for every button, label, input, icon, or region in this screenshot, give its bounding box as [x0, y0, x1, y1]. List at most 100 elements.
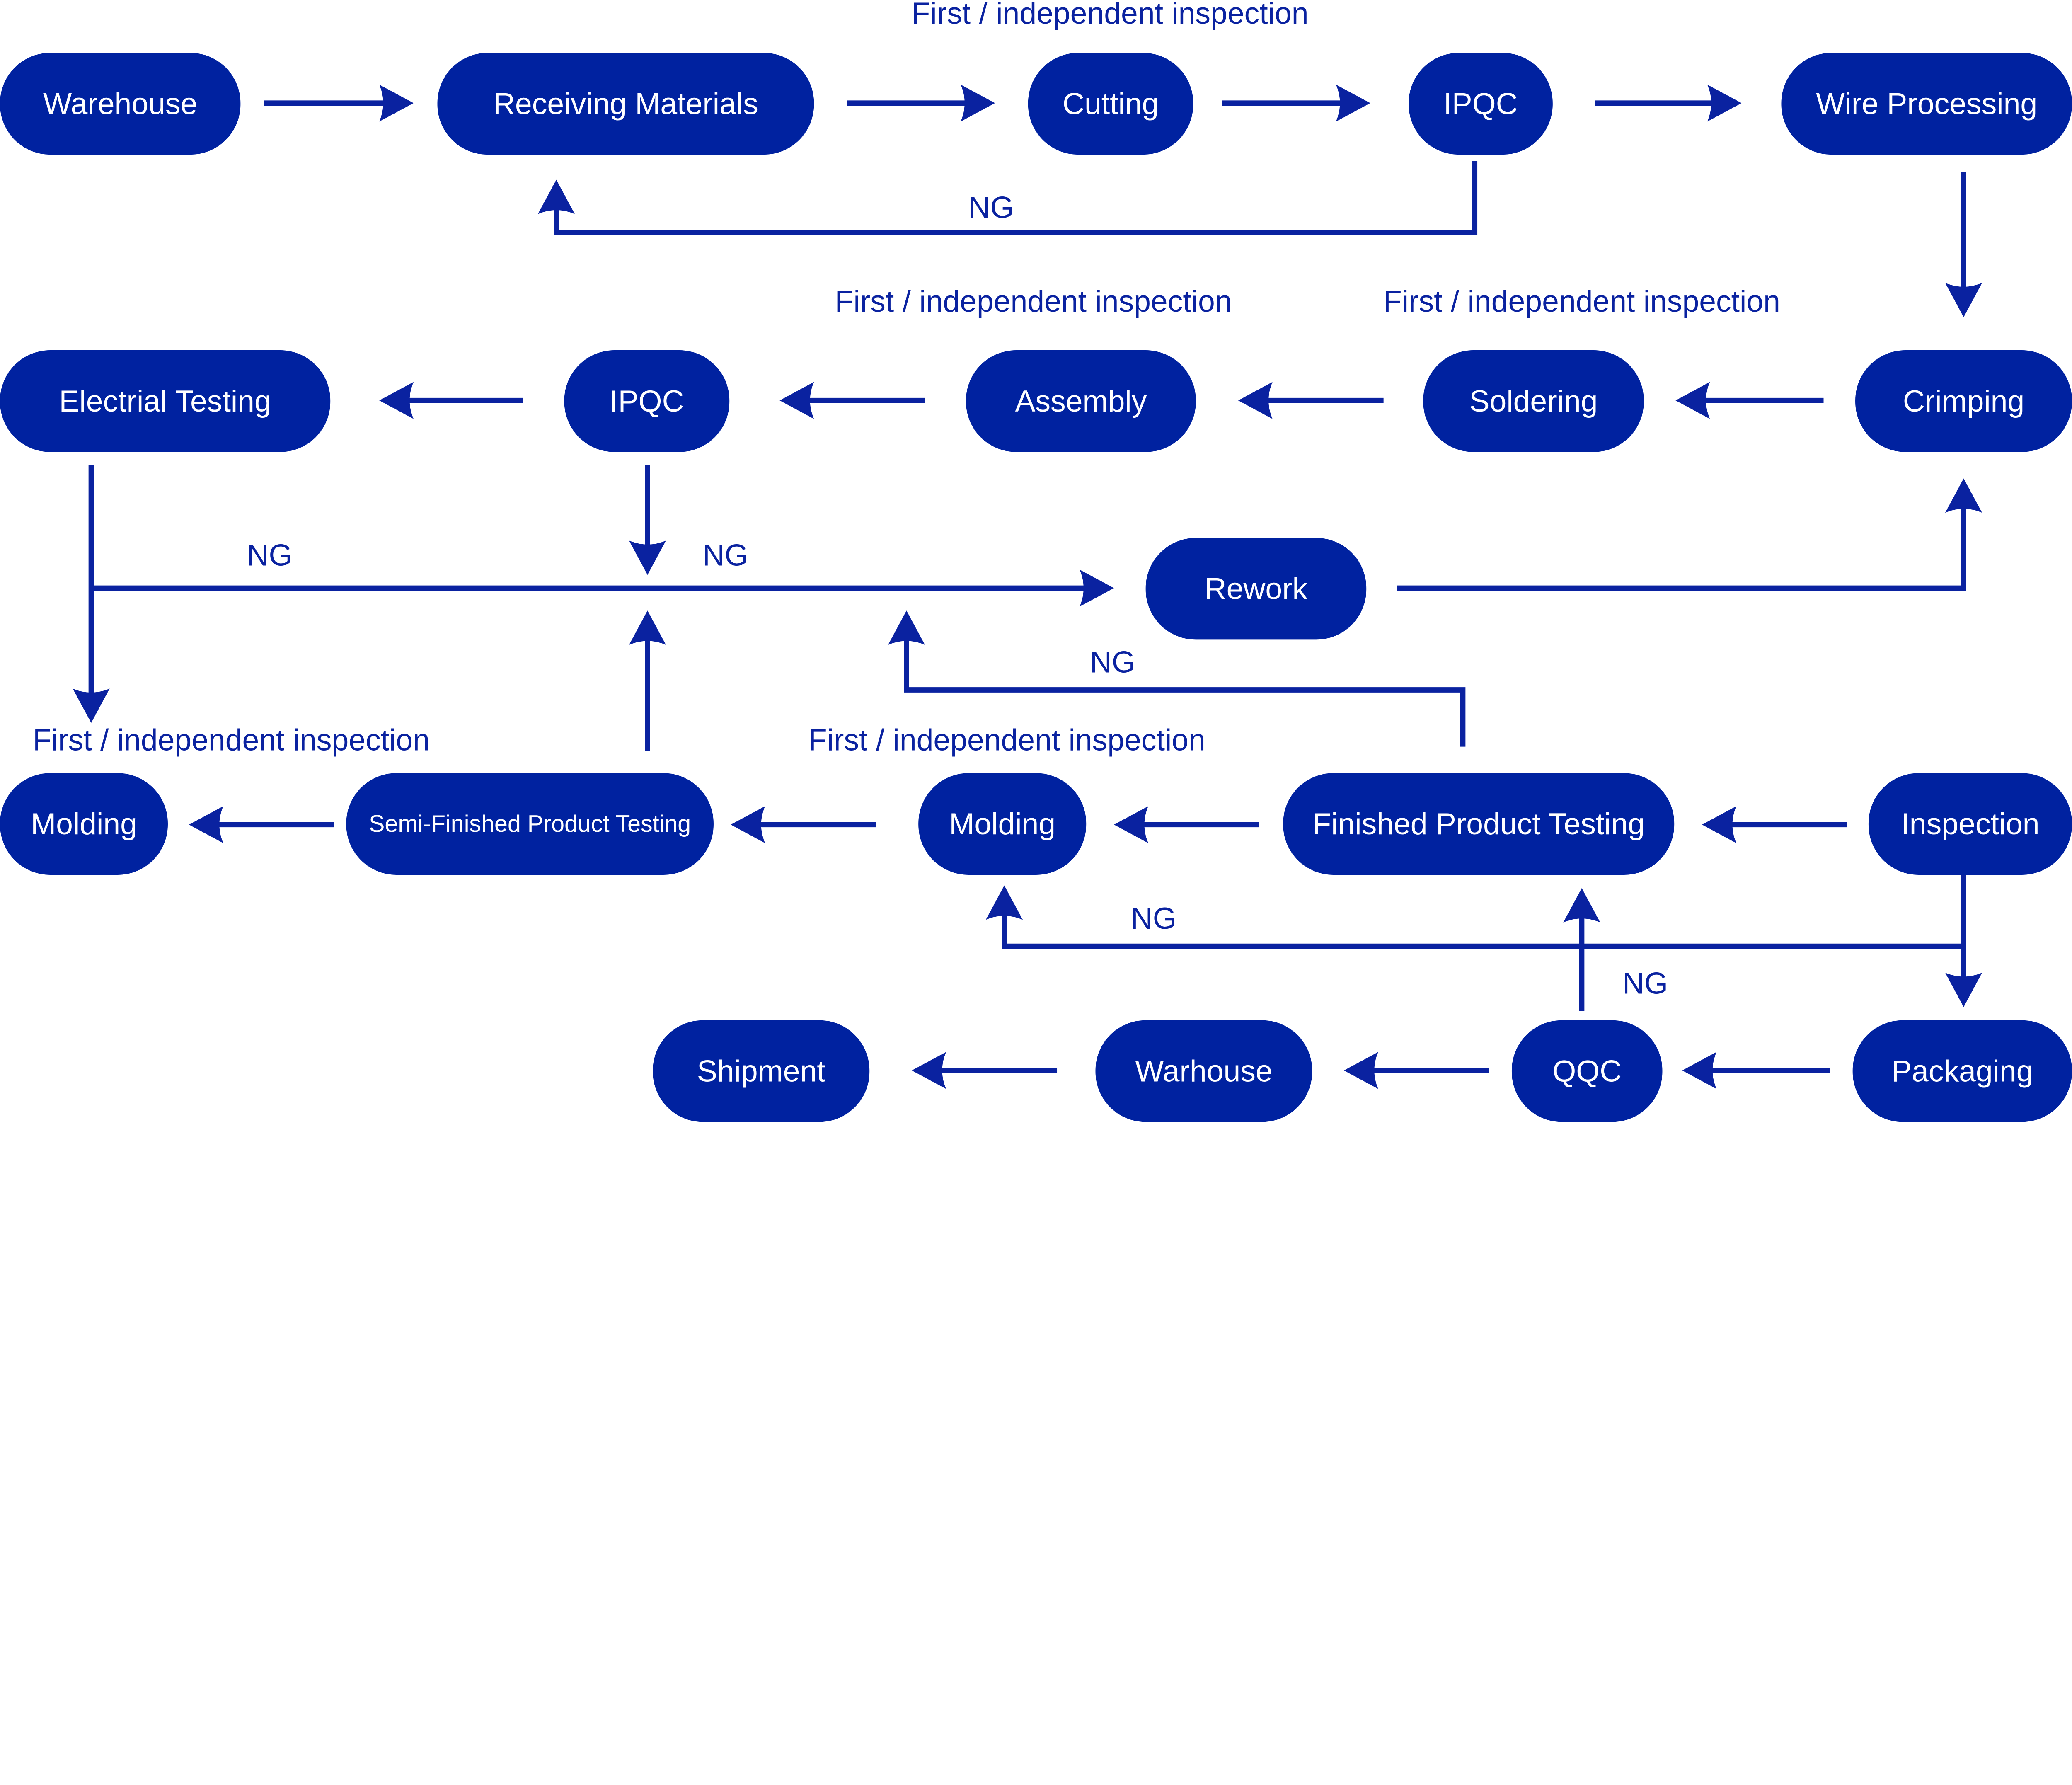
node-shape	[1868, 773, 2072, 875]
inspection-note: First / independent inspection	[1383, 284, 1780, 318]
node-shape	[1283, 773, 1675, 875]
node-shape	[1095, 1020, 1312, 1122]
node-label: Finished Product Testing	[1312, 807, 1645, 841]
arrowhead-icon	[73, 688, 110, 723]
ng-label: NG	[1622, 966, 1668, 1000]
node-shape	[564, 350, 730, 452]
node-label: Receiving Materials	[493, 87, 758, 121]
inspection-note: First / independent inspection	[835, 284, 1232, 318]
ng-label: NG	[247, 538, 293, 572]
arrowhead-icon	[379, 85, 414, 122]
node-shape	[1028, 53, 1193, 155]
inspection-note: First / independent inspection	[912, 0, 1309, 30]
flow-connector	[1002, 914, 1964, 949]
process-node-assembly: Assembly	[966, 350, 1196, 452]
process-node-semi: Semi-Finished Product Testing	[346, 773, 714, 875]
ng-label: NG	[703, 538, 748, 572]
node-shape	[1145, 538, 1367, 640]
process-node-inspection: Inspection	[1868, 773, 2072, 875]
node-label: Crimping	[1903, 384, 2024, 418]
node-label: Assembly	[1015, 384, 1147, 418]
node-label: Warhouse	[1135, 1054, 1272, 1088]
process-node-qqc: QQC	[1511, 1020, 1663, 1122]
process-node-receiving: Receiving Materials	[437, 53, 814, 155]
node-shape	[0, 53, 241, 155]
arrowhead-icon	[731, 806, 765, 843]
arrowhead-icon	[1336, 85, 1370, 122]
flow-connector	[554, 161, 1478, 235]
node-label: IPQC	[610, 384, 684, 418]
inspection-note: First / independent inspection	[808, 723, 1205, 757]
process-node-ipqc2: IPQC	[564, 350, 730, 452]
node-label: Electrial Testing	[59, 384, 271, 418]
node-shape	[1855, 350, 2072, 452]
arrowhead-icon	[537, 179, 575, 214]
node-label: Cutting	[1063, 87, 1159, 121]
arrowhead-icon	[629, 610, 666, 645]
arrowhead-icon	[629, 540, 666, 575]
node-shape	[966, 350, 1196, 452]
arrowhead-icon	[912, 1052, 946, 1089]
node-label: IPQC	[1443, 87, 1518, 121]
arrowhead-icon	[1238, 382, 1273, 419]
node-shape	[0, 773, 168, 875]
ng-label: NG	[1090, 645, 1135, 679]
arrowhead-icon	[1702, 806, 1737, 843]
flow-connector	[904, 639, 1466, 747]
arrowhead-icon	[1945, 283, 1982, 317]
node-shape	[346, 773, 714, 875]
arrowhead-icon	[1945, 478, 1982, 513]
node-label: Molding	[31, 807, 137, 841]
node-shape	[653, 1020, 870, 1122]
process-node-warehouse: Warehouse	[0, 53, 241, 155]
node-shape	[918, 773, 1087, 875]
flow-connector	[1397, 507, 1966, 591]
arrowhead-icon	[1707, 85, 1742, 122]
arrowhead-icon	[379, 382, 414, 419]
arrowhead-icon	[1945, 972, 1982, 1007]
arrowhead-icon	[1675, 382, 1710, 419]
process-node-soldering: Soldering	[1423, 350, 1644, 452]
node-shape	[437, 53, 814, 155]
process-node-molding1: Molding	[0, 773, 168, 875]
node-label: Molding	[949, 807, 1055, 841]
process-node-molding2: Molding	[918, 773, 1087, 875]
arrowhead-icon	[985, 885, 1023, 920]
node-shape	[1409, 53, 1553, 155]
arrowhead-icon	[1080, 569, 1114, 607]
inspection-note: First / independent inspection	[33, 723, 430, 757]
node-label: Warehouse	[43, 87, 197, 121]
arrowhead-icon	[888, 610, 925, 645]
node-label: Wire Processing	[1816, 87, 2037, 121]
arrowhead-icon	[1563, 888, 1600, 923]
node-label: Shipment	[697, 1054, 825, 1088]
process-node-finished: Finished Product Testing	[1283, 773, 1675, 875]
node-label: Soldering	[1469, 384, 1598, 418]
node-shape	[1423, 350, 1644, 452]
process-node-shipment: Shipment	[653, 1020, 870, 1122]
node-label: Semi-Finished Product Testing	[369, 811, 691, 837]
arrowhead-icon	[1682, 1052, 1717, 1089]
node-label: Packaging	[1891, 1054, 2033, 1088]
node-label: QQC	[1552, 1054, 1622, 1088]
node-shape	[1511, 1020, 1663, 1122]
process-node-warhouse: Warhouse	[1095, 1020, 1312, 1122]
process-node-rework: Rework	[1145, 538, 1367, 640]
ng-label: NG	[1131, 901, 1176, 935]
arrowhead-icon	[1114, 806, 1149, 843]
process-node-packaging: Packaging	[1852, 1020, 2072, 1122]
arrowhead-icon	[189, 806, 223, 843]
node-label: Inspection	[1901, 807, 2039, 841]
process-node-electrical: Electrial Testing	[0, 350, 331, 452]
node-shape	[1781, 53, 2072, 155]
node-shape	[1852, 1020, 2072, 1122]
arrowhead-icon	[1343, 1052, 1378, 1089]
arrowhead-icon	[779, 382, 814, 419]
process-node-cutting: Cutting	[1028, 53, 1193, 155]
node-label: Rework	[1205, 572, 1308, 606]
arrowhead-icon	[961, 85, 995, 122]
process-node-wire: Wire Processing	[1781, 53, 2072, 155]
process-node-ipqc1: IPQC	[1409, 53, 1553, 155]
